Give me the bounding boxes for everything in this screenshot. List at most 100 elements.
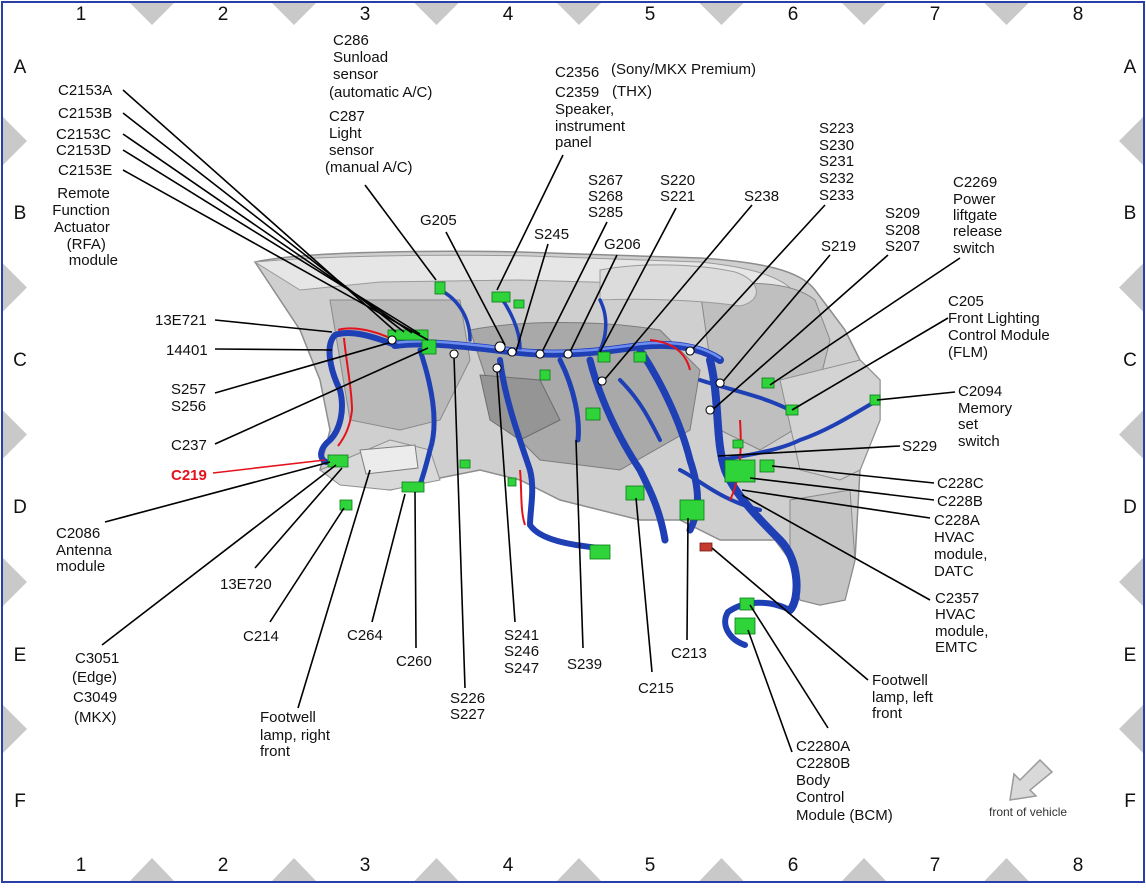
leader-c2356 bbox=[496, 154, 564, 291]
grid-col-top-4: 4 bbox=[503, 4, 514, 25]
leader-s229 bbox=[717, 445, 901, 457]
leader-s223 bbox=[689, 204, 826, 353]
leader-c228b bbox=[749, 477, 935, 501]
label-s219: S219 bbox=[821, 238, 856, 255]
grid-col-top-3: 3 bbox=[360, 4, 371, 25]
grid-row-left-D: D bbox=[13, 497, 27, 518]
grid-col-bottom-3: 3 bbox=[360, 855, 371, 876]
leader-s238 bbox=[599, 204, 753, 386]
connector-c228c bbox=[759, 459, 775, 473]
leader-c2269 bbox=[769, 257, 961, 386]
antenna-module-body bbox=[359, 444, 419, 475]
leader-s220 bbox=[599, 207, 677, 353]
leader-s239 bbox=[575, 439, 584, 649]
grid-row-left-C: C bbox=[13, 350, 27, 371]
label-13e721: 13E721 bbox=[155, 312, 207, 329]
frame-marker-top-7 bbox=[984, 3, 1029, 25]
label-c3051: C3051 (Edge) C3049 (MKX) bbox=[72, 650, 123, 726]
leader-c260 bbox=[414, 491, 417, 649]
leader-g205 bbox=[445, 231, 506, 346]
grid-row-left-E: E bbox=[14, 645, 27, 666]
splice-s223 bbox=[685, 346, 695, 356]
leader-lines bbox=[101, 89, 961, 753]
connector-hvac-upper bbox=[633, 351, 647, 363]
label-c228a: C228A HVAC module, DATC bbox=[934, 512, 992, 580]
leader-s219 bbox=[719, 254, 831, 386]
frame-marker-top-1 bbox=[130, 3, 174, 25]
grid-col-top-2: 2 bbox=[218, 4, 229, 25]
harness-footwell-left-branch bbox=[678, 468, 762, 512]
label-s238: S238 bbox=[744, 188, 779, 205]
frame-marker-bottom-6 bbox=[842, 858, 886, 881]
harness-c2094-branch bbox=[718, 398, 880, 462]
label-c214: C214 bbox=[243, 628, 279, 645]
frame-marker-top-5 bbox=[699, 3, 744, 25]
leader-footwell-right bbox=[297, 469, 371, 709]
harness-flm-branch bbox=[698, 378, 792, 412]
label-rfa-module: Remote Function Actuator (RFA) module bbox=[52, 185, 118, 269]
leader-c219 bbox=[212, 459, 326, 474]
harness-c260-branch bbox=[415, 347, 437, 493]
driver-side-bracket bbox=[779, 359, 881, 481]
label-c287: C287 Light sensor (manual A/C) bbox=[325, 108, 413, 176]
splice-s267 bbox=[535, 349, 545, 359]
leader-13e721 bbox=[214, 319, 333, 333]
frame-marker-top-6 bbox=[842, 3, 886, 25]
grid-col-bottom-2: 2 bbox=[218, 855, 229, 876]
label-g206: G206 bbox=[604, 236, 641, 253]
frame-marker-left-3 bbox=[3, 410, 27, 459]
leader-s257 bbox=[214, 341, 393, 394]
label-c2094: C2094 Memory set switch bbox=[958, 383, 1016, 450]
leader-footwell-left bbox=[711, 547, 869, 681]
leader-c2153d bbox=[122, 149, 421, 335]
label-13e720: 13E720 bbox=[220, 576, 272, 593]
leader-s241 bbox=[496, 369, 516, 623]
frame-marker-top-4 bbox=[557, 3, 601, 25]
connector-c214 bbox=[339, 499, 353, 511]
harness-hvac-branch bbox=[618, 378, 662, 442]
frame-marker-bottom-5 bbox=[699, 858, 744, 881]
connector-c228 bbox=[724, 459, 756, 483]
frame-marker-bottom-4 bbox=[557, 858, 601, 881]
grid-row-left-B: B bbox=[14, 203, 27, 224]
grid-row-left-A: A bbox=[14, 57, 27, 78]
leader-c264 bbox=[371, 493, 406, 623]
label-s239: S239 bbox=[567, 656, 602, 673]
frame-marker-bottom-2 bbox=[272, 858, 316, 881]
connector-speaker-aux bbox=[513, 299, 525, 309]
label-c2356: C2356 C2359 Speaker, instrument panel bbox=[555, 64, 629, 151]
label-footwell-left: Footwell lamp, left front bbox=[872, 672, 937, 722]
leader-c215 bbox=[635, 497, 653, 673]
leader-13e720 bbox=[254, 467, 343, 569]
label-c2356-note: (Sony/MKX Premium) bbox=[611, 61, 756, 78]
label-c286: C286 Sunload sensor (automatic A/C) bbox=[329, 32, 432, 101]
label-s229: S229 bbox=[902, 438, 937, 455]
leader-c287 bbox=[364, 184, 437, 281]
leader-c228c bbox=[771, 465, 935, 484]
label-s220: S220 S221 bbox=[660, 172, 699, 205]
frame-marker-right-2 bbox=[1119, 263, 1143, 312]
harness-c215-branch bbox=[586, 356, 669, 544]
grid-row-right-C: C bbox=[1123, 350, 1137, 371]
connector-c2153-e bbox=[421, 339, 437, 355]
label-c228b: C228B bbox=[937, 493, 983, 510]
harness-s239-branch bbox=[557, 357, 581, 443]
front-of-vehicle-indicator: front of vehicle bbox=[989, 758, 1067, 819]
harness-red-lead-1 bbox=[337, 327, 391, 339]
splice-s257 bbox=[387, 335, 397, 345]
connector-s238 bbox=[539, 369, 551, 381]
splice-s209 bbox=[705, 405, 715, 415]
connector-s241 bbox=[507, 477, 517, 487]
label-s267: S267 S268 S285 bbox=[588, 172, 627, 221]
connector-c260 bbox=[401, 481, 425, 493]
front-of-vehicle-label: front of vehicle bbox=[989, 805, 1067, 819]
grid-col-top-6: 6 bbox=[788, 4, 799, 25]
frame-marker-bottom-1 bbox=[130, 858, 174, 881]
frame-marker-top-3 bbox=[414, 3, 459, 25]
connector-c2280b bbox=[734, 617, 756, 635]
grid-col-top-8: 8 bbox=[1073, 4, 1084, 25]
connector-center-lower bbox=[589, 544, 611, 560]
frame-marker-left-5 bbox=[3, 705, 27, 753]
frame-marker-bottom-3 bbox=[414, 858, 459, 881]
